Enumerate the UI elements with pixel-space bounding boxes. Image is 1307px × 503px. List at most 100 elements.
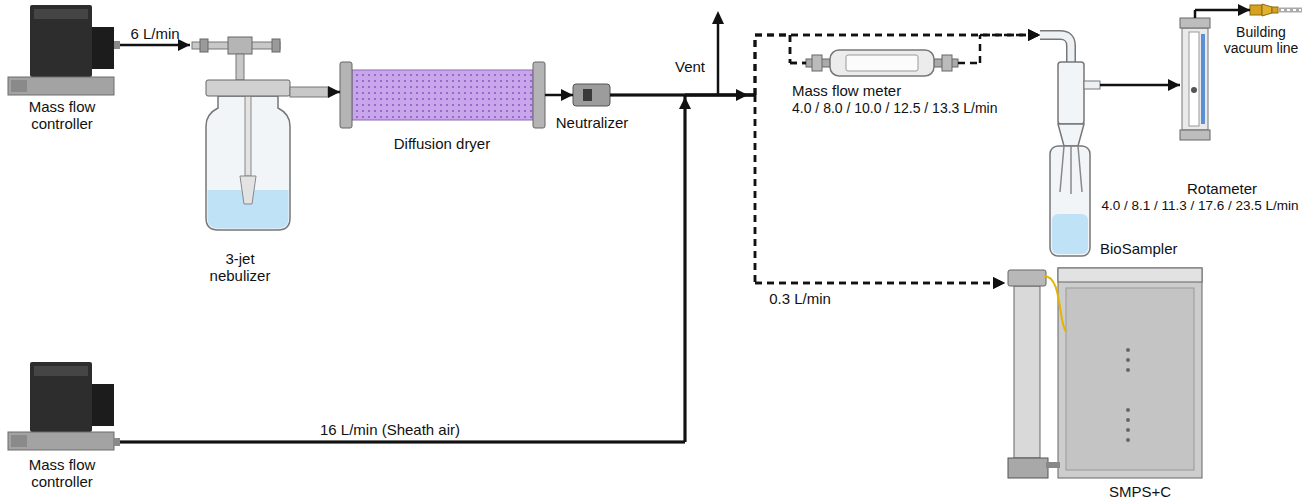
biosampler-icon xyxy=(1078,146,1082,192)
nebulizer-icon xyxy=(200,39,208,52)
mfc-icon xyxy=(30,5,92,77)
device-label: BioSampler xyxy=(1100,240,1178,257)
device-node: 3-jet nebulizer xyxy=(190,35,328,235)
arrowhead xyxy=(328,86,340,98)
flow-line xyxy=(545,89,573,101)
smps-icon xyxy=(1014,286,1040,458)
arrowhead xyxy=(561,89,573,101)
flow-line xyxy=(755,282,1005,285)
neutralizer-icon xyxy=(583,89,592,101)
arrowhead xyxy=(993,277,1005,289)
nebulizer-icon xyxy=(206,96,290,230)
smps-icon xyxy=(1126,438,1130,442)
smps-icon xyxy=(1044,276,1066,332)
mfc-icon xyxy=(8,5,120,95)
vacuum-fitting-icon xyxy=(1262,4,1272,16)
rotameter-icon xyxy=(1182,28,1208,130)
arrowhead xyxy=(1028,29,1040,41)
mfc-icon xyxy=(92,384,114,426)
dryer-icon xyxy=(340,62,352,128)
flow-line xyxy=(754,35,757,95)
flow-line xyxy=(610,94,755,97)
device-node: Diffusion dryer xyxy=(340,62,545,128)
arrowhead xyxy=(1238,4,1250,16)
flow-line xyxy=(755,282,1005,285)
device-label: 4.0 / 8.0 / 10.0 / 12.5 / 13.3 L/min xyxy=(792,100,997,116)
dryer-icon xyxy=(533,62,545,128)
flow-line xyxy=(610,94,755,97)
vacuum-fitting-icon xyxy=(1281,9,1301,11)
nebulizer-icon xyxy=(272,39,280,52)
vent-label: Vent xyxy=(675,58,705,75)
flow-meter-icon xyxy=(806,50,958,76)
flow-meter-icon xyxy=(846,55,918,71)
vent-arrow xyxy=(717,22,720,95)
rotameter-icon xyxy=(1180,18,1210,28)
mfc-icon xyxy=(92,27,114,69)
mfc-icon xyxy=(11,80,27,92)
biosampler-icon xyxy=(1058,124,1084,146)
mfc-icon xyxy=(8,432,114,450)
smps-icon xyxy=(1126,428,1130,432)
arrowhead xyxy=(1028,29,1040,41)
biosampler-icon xyxy=(1040,35,1071,62)
flow-line xyxy=(958,29,1040,63)
smps-icon xyxy=(1126,368,1130,372)
nebulizer-icon xyxy=(228,37,252,54)
flow-line xyxy=(958,62,980,65)
device-label: Neutralizer xyxy=(556,114,629,131)
mfc-icon xyxy=(8,362,120,450)
nebulizer-icon xyxy=(236,54,244,80)
flow-meter-icon xyxy=(942,55,952,71)
flow-label: 6 L/min xyxy=(130,25,179,42)
biosampler-icon xyxy=(1060,146,1064,192)
device-label: Mass flow meter xyxy=(792,82,901,99)
smps-icon xyxy=(1126,358,1130,362)
device-label: Diffusion dryer xyxy=(394,135,490,152)
mfc-icon xyxy=(114,438,120,446)
flow-line xyxy=(754,35,757,95)
flow-line xyxy=(755,34,1040,37)
mfc-icon xyxy=(34,9,88,19)
smps-icon xyxy=(1058,268,1202,478)
flow-line xyxy=(610,35,806,95)
dryer-icon xyxy=(352,70,533,120)
rotameter-icon xyxy=(1189,32,1199,126)
mfc-icon xyxy=(34,366,88,376)
dryer-icon xyxy=(340,62,545,128)
flow-line xyxy=(120,35,806,442)
flow-line xyxy=(120,29,1040,442)
device-node: Mass flow controller xyxy=(8,5,120,95)
flow-line xyxy=(120,95,1005,442)
flow-line xyxy=(979,35,982,63)
flow-line xyxy=(684,95,687,442)
rotameter-icon xyxy=(1191,87,1197,93)
device-node: Mass flow controller xyxy=(8,362,120,452)
biosampler-icon xyxy=(1050,146,1090,256)
flow-line xyxy=(789,35,792,63)
flow-line xyxy=(610,95,1005,289)
smps-icon xyxy=(1126,408,1130,412)
flow-line xyxy=(1195,4,1250,18)
flow-line xyxy=(789,35,792,63)
biosampler-icon xyxy=(1084,81,1100,89)
neutralizer-icon xyxy=(573,84,610,106)
flow-line xyxy=(120,441,685,444)
rotameter-icon xyxy=(1180,130,1210,140)
mfc-icon xyxy=(30,362,92,432)
flow-line xyxy=(610,94,755,97)
nebulizer-icon xyxy=(290,87,328,97)
smps-icon xyxy=(1058,268,1202,282)
flow-line xyxy=(754,35,757,95)
device-label: 4.0 / 8.1 / 11.3 / 17.6 / 23.5 L/min xyxy=(1101,198,1298,214)
mfc-icon xyxy=(8,77,114,95)
flow-line xyxy=(685,94,755,97)
biosampler-icon xyxy=(1040,35,1100,256)
flow-line xyxy=(685,94,755,97)
flow-line xyxy=(684,95,687,442)
smps-icon xyxy=(1046,462,1060,468)
arrowhead xyxy=(993,277,1005,289)
device-node: Building vacuum line xyxy=(1250,3,1295,17)
neutralizer-icon xyxy=(573,84,610,106)
device-node: BioSampler xyxy=(1040,25,1100,258)
